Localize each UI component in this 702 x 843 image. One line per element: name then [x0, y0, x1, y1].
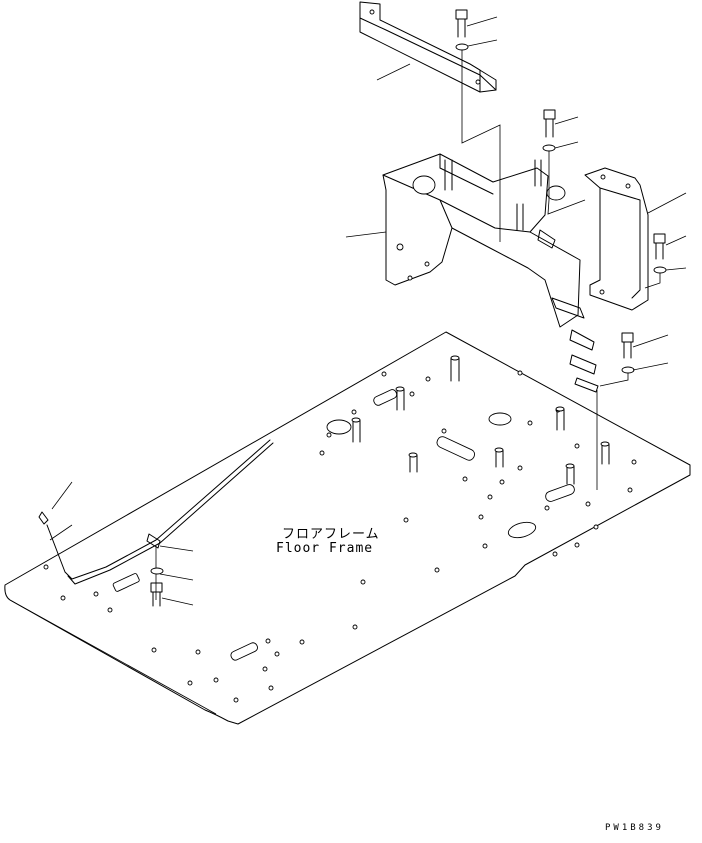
floor-frame-label-jp: フロアフレーム	[282, 527, 380, 542]
alignment-lines	[461, 50, 661, 490]
floor-frame-plate	[4, 331, 691, 725]
leader-lines	[49, 16, 687, 606]
lower-bolt	[150, 567, 164, 607]
rod-assembly	[38, 439, 274, 600]
drawing-number: PW1B839	[605, 823, 664, 833]
right-cover-plate	[584, 167, 649, 311]
main-bracket	[382, 153, 599, 393]
top-bracket	[359, 1, 497, 93]
floor-frame-label-en: Floor Frame	[276, 541, 374, 556]
